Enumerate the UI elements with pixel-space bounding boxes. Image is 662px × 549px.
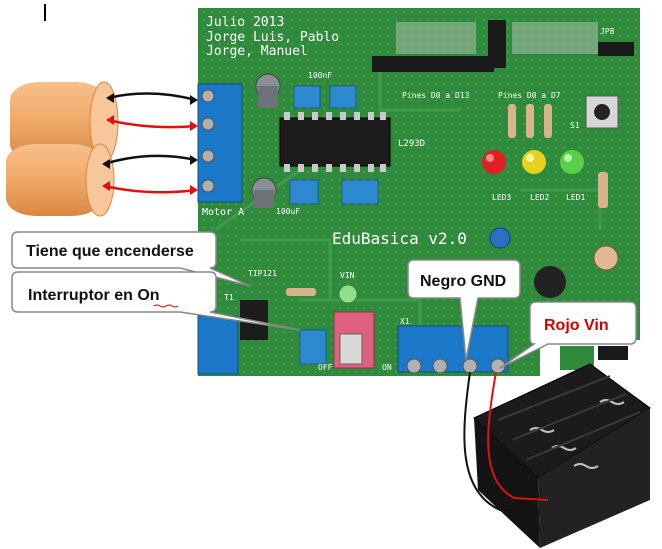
electrolytic-cap-bottom <box>251 177 277 208</box>
led1-label: LED1 <box>566 193 585 202</box>
motor-wires <box>103 92 197 194</box>
vin-led <box>338 284 358 304</box>
film-cap-3 <box>289 179 319 205</box>
film-cap-5 <box>299 329 327 365</box>
led2-label: LED2 <box>530 193 549 202</box>
potentiometer <box>489 227 511 249</box>
callout-vin-text: Rojo Vin <box>544 317 609 334</box>
battery-wire-black <box>463 371 541 513</box>
spellcheck-underline <box>153 304 179 308</box>
power-switch <box>333 311 375 369</box>
pins-label-d7: Pines D0 a D7 <box>498 91 561 100</box>
battery-pack <box>473 363 651 548</box>
on-label: ON <box>382 363 392 372</box>
motor-2 <box>6 143 115 217</box>
callout-gnd: Negro GND <box>407 259 521 361</box>
pins-label-d13: Pines D0 a D13 <box>402 91 470 100</box>
chip-label: L293D <box>398 139 425 149</box>
film-cap-1 <box>293 85 321 109</box>
board-header-2: Jorge Luis, Pablo <box>206 30 339 45</box>
l293d-chip <box>279 112 391 172</box>
led3-label: LED3 <box>492 193 511 202</box>
callout-interruptor-text: Interruptor en On <box>28 287 160 304</box>
buzzer <box>534 266 566 298</box>
text-cursor <box>44 4 46 21</box>
cap-100u-label: 100uF <box>276 207 300 216</box>
resistor-group <box>286 104 608 296</box>
motor-1 <box>10 81 119 163</box>
callout-gnd-text: Negro GND <box>420 273 506 290</box>
board-header-1: Julio 2013 <box>206 15 284 30</box>
x1-label: X1 <box>400 317 410 326</box>
pin-header-bottom <box>560 346 628 370</box>
callout-encender: Tiene que encenderse <box>11 231 251 287</box>
photoresistor <box>593 245 619 271</box>
s1-label: S1 <box>570 121 580 130</box>
film-cap-2 <box>329 85 357 109</box>
electrolytic-cap-top <box>255 73 281 108</box>
jp8-label: JP8 <box>600 27 615 36</box>
tip121-label: TIP121 <box>248 269 277 278</box>
callout-vin: Rojo Vin <box>499 301 637 369</box>
battery-wire-red <box>487 371 549 501</box>
callout-encender-text: Tiene que encenderse <box>26 243 194 260</box>
motor-label: Motor A <box>202 207 244 218</box>
wire-arrowheads <box>102 93 198 195</box>
film-cap-4 <box>341 179 379 205</box>
led-green <box>560 150 584 174</box>
board-header-3: Jorge, Manuel <box>206 44 308 59</box>
motor-terminal-block <box>197 83 243 203</box>
led-yellow <box>522 150 546 174</box>
bottom-terminal <box>197 315 239 375</box>
board-title: EduBasica v2.0 <box>332 229 467 248</box>
off-label: OFF <box>318 363 333 372</box>
push-button-s1 <box>585 95 619 129</box>
cap-100nf-label: 100nF <box>308 71 332 80</box>
vin-label: VIN <box>340 271 355 280</box>
t1-label: T1 <box>224 293 234 302</box>
pin-header-top <box>372 20 634 72</box>
led-red <box>482 150 506 174</box>
power-terminal-block <box>397 325 509 374</box>
callout-interruptor: Interruptor en On <box>11 271 301 331</box>
